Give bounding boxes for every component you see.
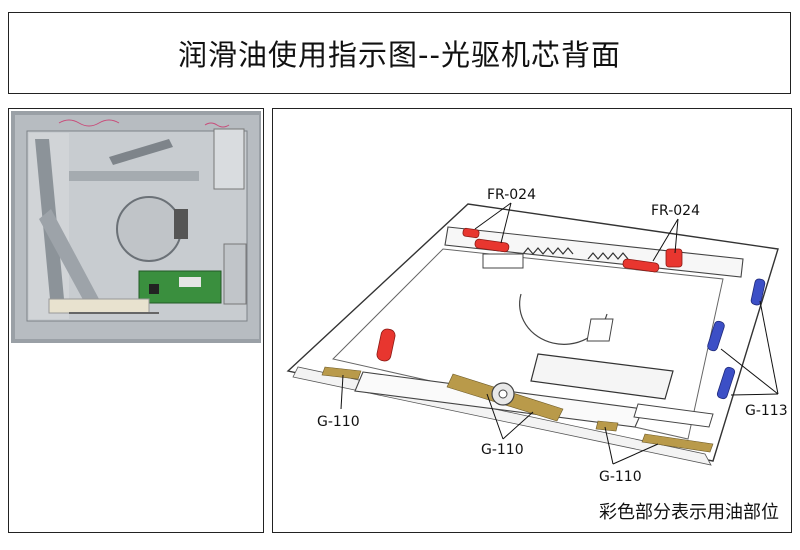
label-g113: G-113 [745, 403, 788, 419]
label-g110-bottom: G-110 [599, 469, 642, 485]
label-g110-left: G-110 [317, 414, 360, 430]
diagram-panel: FR-024 FR-024 G-110 G-110 G-110 G-113 彩色… [272, 108, 792, 533]
caption: 彩色部分表示用油部位 [599, 502, 779, 523]
page-title: 润滑油使用指示图--光驱机芯背面 [178, 38, 621, 72]
mechanism-photo [11, 111, 261, 343]
title-box: 润滑油使用指示图--光驱机芯背面 [8, 12, 791, 94]
mechanism-diagram: FR-024 FR-024 G-110 G-110 G-110 G-113 [286, 187, 788, 485]
label-fr024-right: FR-024 [651, 203, 700, 219]
label-g110-center: G-110 [481, 442, 524, 458]
photo-panel [8, 108, 264, 533]
label-fr024-left: FR-024 [487, 187, 536, 203]
